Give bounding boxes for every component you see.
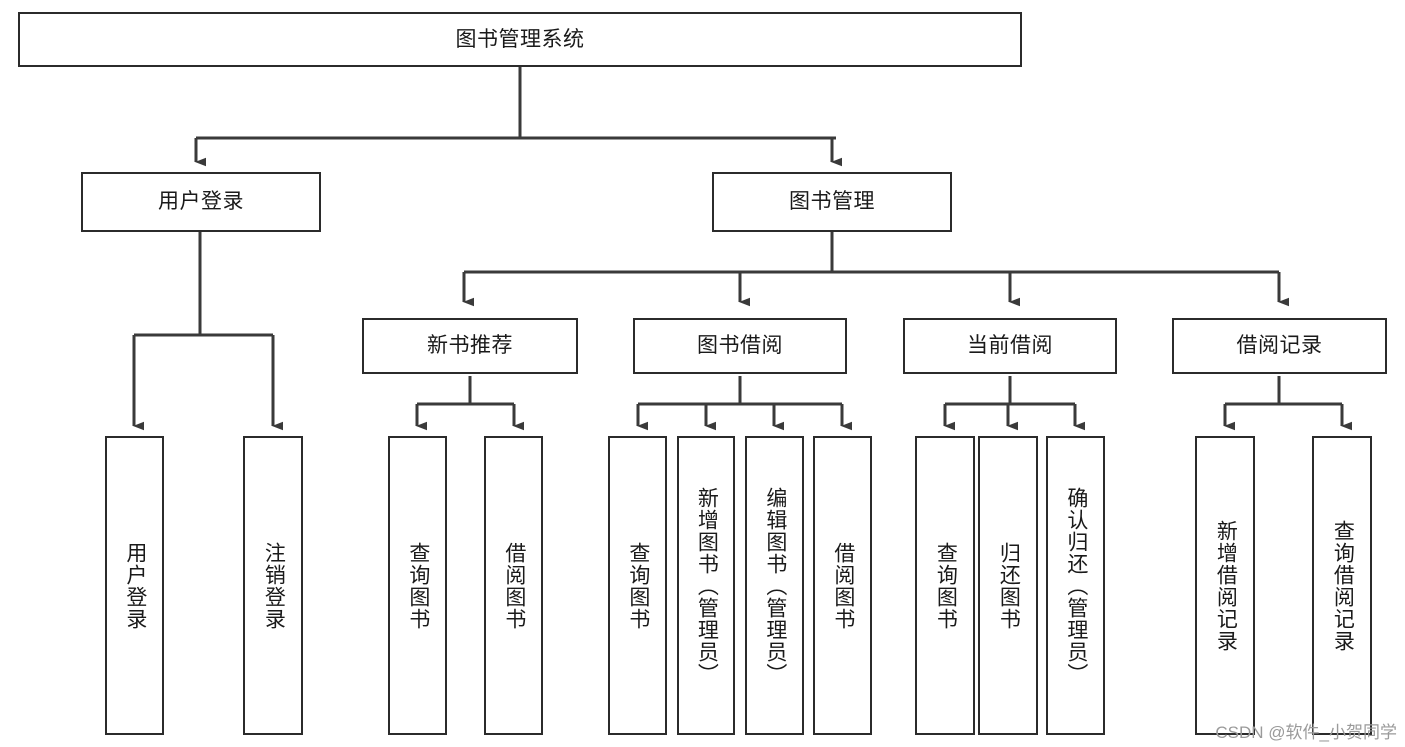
leaf-borrow-query-book-label: 查询图书 xyxy=(626,541,650,630)
leaf-current-confirm-return-label: 确认归还（管理员） xyxy=(1064,486,1088,685)
node-root-label: 图书管理系统 xyxy=(455,27,585,51)
leaf-record-query-record[interactable]: 查询借阅记录 xyxy=(1312,436,1372,735)
leaf-current-return-book-label: 归还图书 xyxy=(997,541,1021,630)
node-new-book-recommend[interactable]: 新书推荐 xyxy=(362,318,578,374)
leaf-current-confirm-return[interactable]: 确认归还（管理员） xyxy=(1046,436,1105,735)
leaf-user-login-logout[interactable]: 注销登录 xyxy=(243,436,303,735)
node-current-borrow[interactable]: 当前借阅 xyxy=(903,318,1117,374)
leaf-recommend-borrow-book-label: 借阅图书 xyxy=(502,541,526,630)
node-new-book-recommend-label: 新书推荐 xyxy=(427,334,513,358)
leaf-current-query-book-label: 查询图书 xyxy=(934,541,958,630)
node-current-borrow-label: 当前借阅 xyxy=(967,334,1053,358)
leaf-borrow-query-book[interactable]: 查询图书 xyxy=(608,436,667,735)
leaf-borrow-edit-book-label: 编辑图书（管理员） xyxy=(763,486,787,685)
leaf-borrow-add-book[interactable]: 新增图书（管理员） xyxy=(677,436,735,735)
leaf-recommend-query-book-label: 查询图书 xyxy=(406,541,430,630)
leaf-current-query-book[interactable]: 查询图书 xyxy=(915,436,975,735)
leaf-current-return-book[interactable]: 归还图书 xyxy=(978,436,1038,735)
leaf-borrow-borrow-book-label: 借阅图书 xyxy=(831,541,855,630)
node-borrow-record-label: 借阅记录 xyxy=(1236,334,1323,358)
leaf-recommend-borrow-book[interactable]: 借阅图书 xyxy=(484,436,543,735)
node-borrow-record[interactable]: 借阅记录 xyxy=(1172,318,1387,374)
leaf-record-query-record-label: 查询借阅记录 xyxy=(1331,519,1355,652)
node-book-borrow[interactable]: 图书借阅 xyxy=(633,318,847,374)
leaf-record-add-record-label: 新增借阅记录 xyxy=(1214,519,1238,652)
leaf-borrow-edit-book[interactable]: 编辑图书（管理员） xyxy=(745,436,804,735)
node-user-login-label: 用户登录 xyxy=(158,190,244,214)
node-book-borrow-label: 图书借阅 xyxy=(697,334,783,358)
node-root[interactable]: 图书管理系统 xyxy=(18,12,1022,67)
leaf-borrow-add-book-label: 新增图书（管理员） xyxy=(695,486,719,685)
csdn-watermark: CSDN @软件_小贺同学 xyxy=(1215,723,1397,742)
node-user-login[interactable]: 用户登录 xyxy=(81,172,321,232)
leaf-recommend-query-book[interactable]: 查询图书 xyxy=(388,436,447,735)
node-book-management-label: 图书管理 xyxy=(789,190,875,214)
leaf-user-login-logout-label: 注销登录 xyxy=(262,541,286,630)
leaf-user-login-login-label: 用户登录 xyxy=(123,541,147,630)
leaf-record-add-record[interactable]: 新增借阅记录 xyxy=(1195,436,1255,735)
leaf-user-login-login[interactable]: 用户登录 xyxy=(105,436,164,735)
leaf-borrow-borrow-book[interactable]: 借阅图书 xyxy=(813,436,872,735)
node-book-management[interactable]: 图书管理 xyxy=(712,172,952,232)
